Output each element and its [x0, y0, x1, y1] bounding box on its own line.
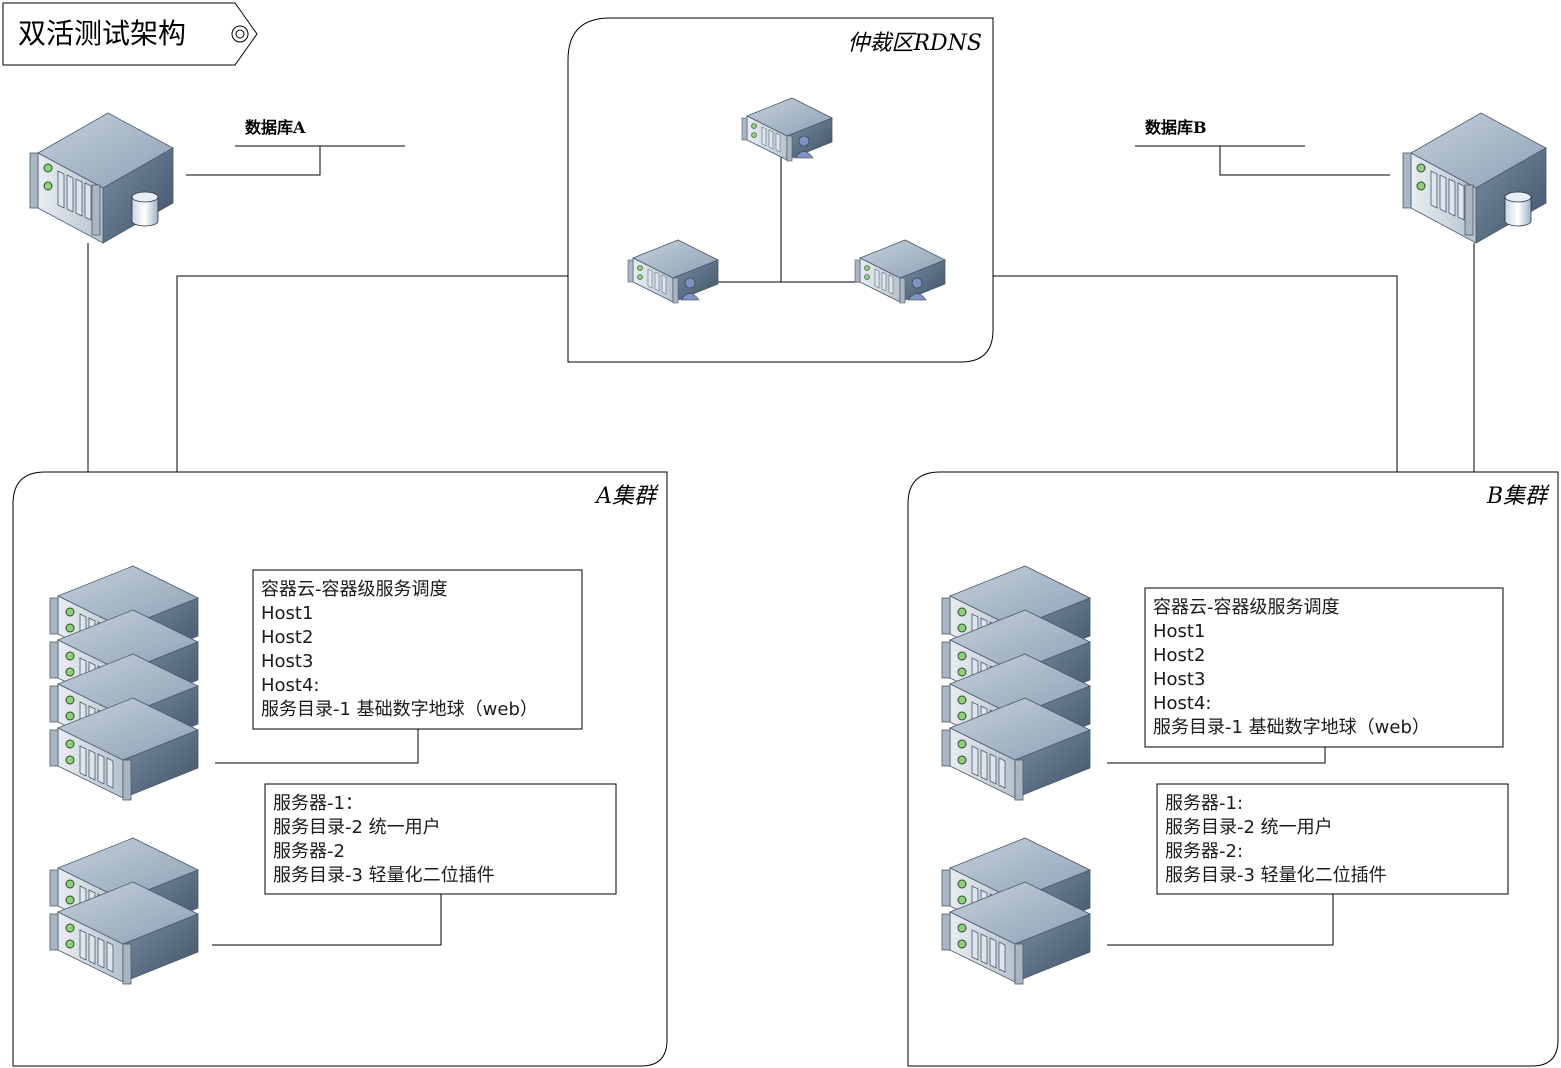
database-a-label: 数据库A: [245, 118, 306, 137]
servers-box: [1156, 783, 1509, 895]
container-cloud-text: 容器云-容器级服务调度 Host1 Host2 Host3 Host4: 服务目…: [261, 579, 538, 720]
arbitration-zone: 仲裁区RDNS: [567, 17, 994, 363]
servers-text: 服务器-1: 服务目录-2 统一用户 服务器-2: 服务目录-3 轻量化二位插件: [1165, 793, 1387, 886]
servers-text: 服务器-1： 服务目录-2 统一用户 服务器-2 服务目录-3 轻量化二位插件: [273, 793, 495, 886]
container-cloud-box: [1144, 587, 1504, 748]
container-cloud-box: [252, 569, 583, 730]
database-b-label: 数据库B: [1145, 118, 1207, 137]
servers-box: [264, 783, 617, 895]
cluster-a: A集群 容器云-容器级服务调度 Host1 Host2 Host3 Host4:…: [12, 471, 668, 1067]
cluster-a-title: A集群: [594, 484, 659, 509]
database-server-icon: [29, 112, 174, 244]
container-cloud-text: 容器云-容器级服务调度 Host1 Host2 Host3 Host4: 服务目…: [1153, 597, 1430, 738]
page-title: 双活测试架构: [18, 17, 186, 50]
cluster-b: B集群 容器云-容器级服务调度 Host1 Host2 Host3 Host4:…: [907, 471, 1559, 1067]
arbitration-zone-title: 仲裁区RDNS: [847, 31, 982, 56]
database-server-icon: [1402, 112, 1547, 244]
title-tag: 双活测试架构: [2, 2, 258, 66]
cluster-b-title: B集群: [1486, 484, 1550, 509]
